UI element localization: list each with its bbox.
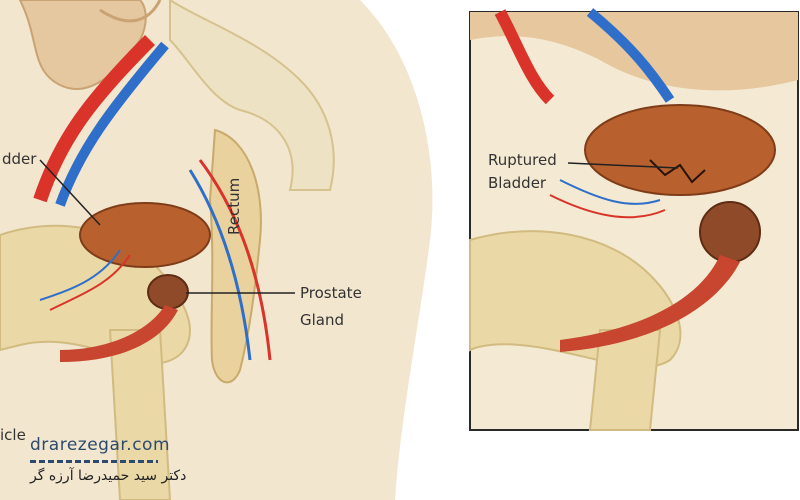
vein: [55, 41, 169, 207]
inset-urethra: [560, 255, 740, 352]
bladder-leader: [39, 159, 101, 226]
prostate: [147, 274, 189, 310]
watermark-underline: [30, 460, 158, 463]
label-ruptured-line2: Bladder: [488, 174, 547, 192]
label-prostate-line2: Gland: [300, 311, 345, 329]
label-prostate-line1: Prostate: [300, 284, 362, 302]
watermark-name: دکتر سید حمیدرضا آرزه گر: [30, 468, 187, 484]
label-ruptured-line1: Ruptured: [488, 151, 557, 169]
inset-panel: [469, 8, 799, 431]
inset-prostate: [699, 201, 761, 263]
ruptured-leader: [567, 162, 679, 169]
watermark-site: drarezegar.com: [30, 435, 171, 455]
ruptured-bladder: [584, 104, 776, 196]
urethra: [60, 305, 178, 362]
sacrum: [169, 0, 335, 191]
artery: [33, 35, 155, 203]
label-ticle-partial: icle: [0, 426, 26, 444]
label-rectum: Rectum: [225, 177, 243, 235]
inset-artery: [494, 9, 555, 105]
inset-vein: [586, 8, 675, 103]
label-bladder-partial: dder: [2, 150, 37, 168]
rupture-tear: [649, 159, 706, 184]
bladder: [79, 202, 211, 268]
